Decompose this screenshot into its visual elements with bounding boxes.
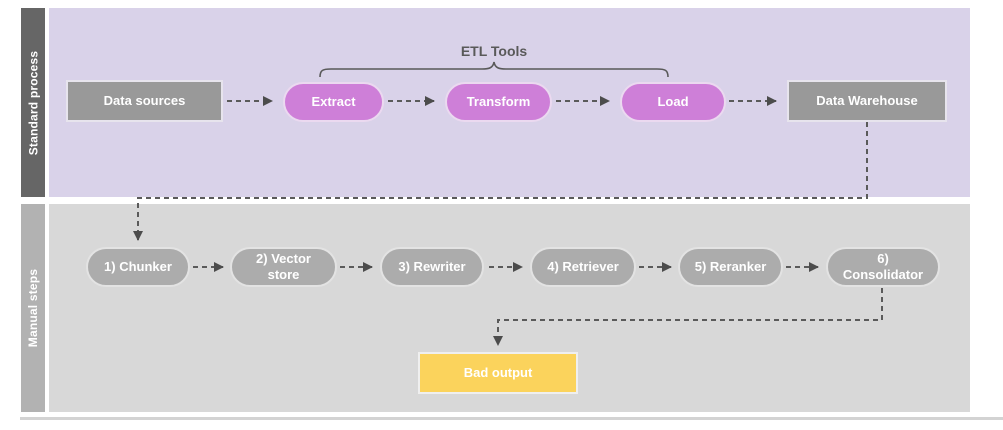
node-bad-output: Bad output [418,352,578,394]
lane-header-standard-process: Standard process [21,8,45,197]
node-transform: Transform [445,82,552,122]
node-extract-label: Extract [311,94,356,110]
node-rewriter-label: 3) Rewriter [398,259,466,275]
lane-header-manual-steps: Manual steps [21,204,45,412]
node-vector-store-label: 2) Vector store [256,251,311,282]
node-data-warehouse-label: Data Warehouse [816,93,918,109]
page-divider [20,417,1003,420]
node-reranker-label: 5) Reranker [694,259,767,275]
node-rewriter: 3) Rewriter [380,247,484,287]
node-load: Load [620,82,726,122]
node-transform-label: Transform [466,94,531,110]
node-reranker: 5) Reranker [678,247,783,287]
node-bad-output-label: Bad output [463,365,533,381]
node-chunker-label: 1) Chunker [104,259,172,275]
etl-tools-label: ETL Tools [424,43,564,59]
node-vector-store: 2) Vector store [230,247,337,287]
node-data-sources: Data sources [66,80,223,122]
node-consolidator: 6) Consolidator [826,247,940,287]
node-retriever: 4) Retriever [530,247,636,287]
node-extract: Extract [283,82,384,122]
node-load-label: Load [657,94,689,110]
node-consolidator-label: 6) Consolidator [842,251,924,282]
etl-tools-text: ETL Tools [460,43,528,59]
node-retriever-label: 4) Retriever [547,259,619,275]
lane-label-standard-process: Standard process [26,50,41,155]
node-data-sources-label: Data sources [103,93,186,109]
node-data-warehouse: Data Warehouse [787,80,947,122]
lane-label-manual-steps: Manual steps [26,268,41,348]
node-chunker: 1) Chunker [86,247,190,287]
